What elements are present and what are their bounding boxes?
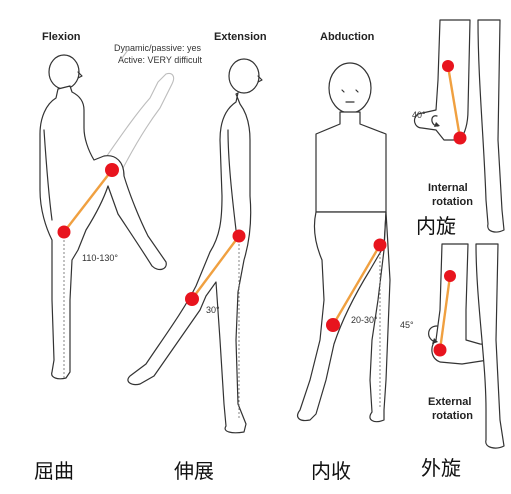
internal-rotation-label-line1: Internal: [428, 182, 468, 194]
flexion-arm: [43, 129, 53, 221]
extension-caption: 伸展: [174, 459, 214, 483]
internal-rotation-panel: 40° Internal rotation: [412, 19, 505, 233]
external-rotation-arrowhead-icon: [432, 338, 438, 344]
flexion-hip-marker: [105, 163, 119, 177]
flexion-angle: 110-130°: [82, 253, 118, 263]
internal-rotation-label-line2: rotation: [432, 196, 473, 208]
abduction-thigh-axis: [331, 244, 382, 326]
flexion-note-pointer: [121, 49, 129, 59]
flexion-head: [48, 54, 80, 90]
abduction-caption: 内收: [311, 459, 351, 483]
abduction-face: [341, 89, 359, 103]
flexion-body: [39, 85, 167, 380]
external-rotation-other-leg: [475, 243, 505, 449]
extension-knee-marker: [185, 292, 199, 306]
extension-nose: [257, 75, 263, 83]
flexion-knee-marker: [57, 225, 71, 239]
extension-head: [228, 58, 260, 94]
flexion-note-passive: Dynamic/passive: yes: [114, 43, 202, 53]
flexion-panel: Flexion Dynamic/passive: yes Active: VER…: [39, 31, 203, 380]
abduction-head: [328, 62, 372, 114]
extension-body: [127, 92, 252, 434]
flexion-thigh-axis: [63, 169, 113, 233]
internal-rotation-axis: [446, 65, 462, 139]
external-rotation-lower-marker: [433, 343, 447, 357]
flexion-nose: [77, 71, 83, 79]
extension-arm: [227, 129, 237, 231]
flexion-note-active: Active: VERY difficult: [118, 55, 203, 65]
flexion-caption: 屈曲: [34, 459, 74, 483]
external-rotation-angle: 45°: [400, 320, 414, 330]
flexion-ghost-leg: [103, 72, 175, 171]
flexion-title: Flexion: [42, 31, 81, 43]
internal-rotation-lower-marker: [453, 131, 467, 145]
abduction-title: Abduction: [320, 31, 375, 43]
external-rotation-panel: 45° External rotation: [400, 243, 505, 449]
internal-rotation-arrowhead-icon: [434, 122, 440, 127]
external-rotation-axis: [438, 275, 452, 351]
internal-rotation-upper-marker: [442, 60, 454, 72]
internal-rotation-caption: 内旋: [416, 210, 456, 239]
abduction-standing-leg: [369, 211, 391, 423]
extension-angle: 30°: [206, 305, 220, 315]
internal-rotation-other-leg: [477, 19, 505, 233]
abduction-angle: 20-30°: [351, 315, 378, 325]
internal-rotation-angle: 40°: [412, 110, 426, 120]
external-rotation-label-line1: External: [428, 396, 471, 408]
abduction-legs: [297, 211, 387, 422]
abduction-hip-marker: [373, 238, 387, 252]
external-rotation-label-line2: rotation: [432, 410, 473, 422]
extension-title: Extension: [214, 31, 267, 43]
internal-rotation-leg: [413, 19, 471, 141]
extension-thigh-axis: [191, 235, 240, 300]
extension-hip-marker: [232, 229, 246, 243]
abduction-panel: Abduction 20-30°: [297, 31, 391, 423]
external-rotation-upper-marker: [444, 270, 456, 282]
external-rotation-caption: 外旋: [421, 456, 461, 480]
abduction-knee-marker: [326, 318, 340, 332]
abduction-torso: [315, 111, 387, 213]
extension-panel: Extension 30°: [127, 31, 267, 434]
